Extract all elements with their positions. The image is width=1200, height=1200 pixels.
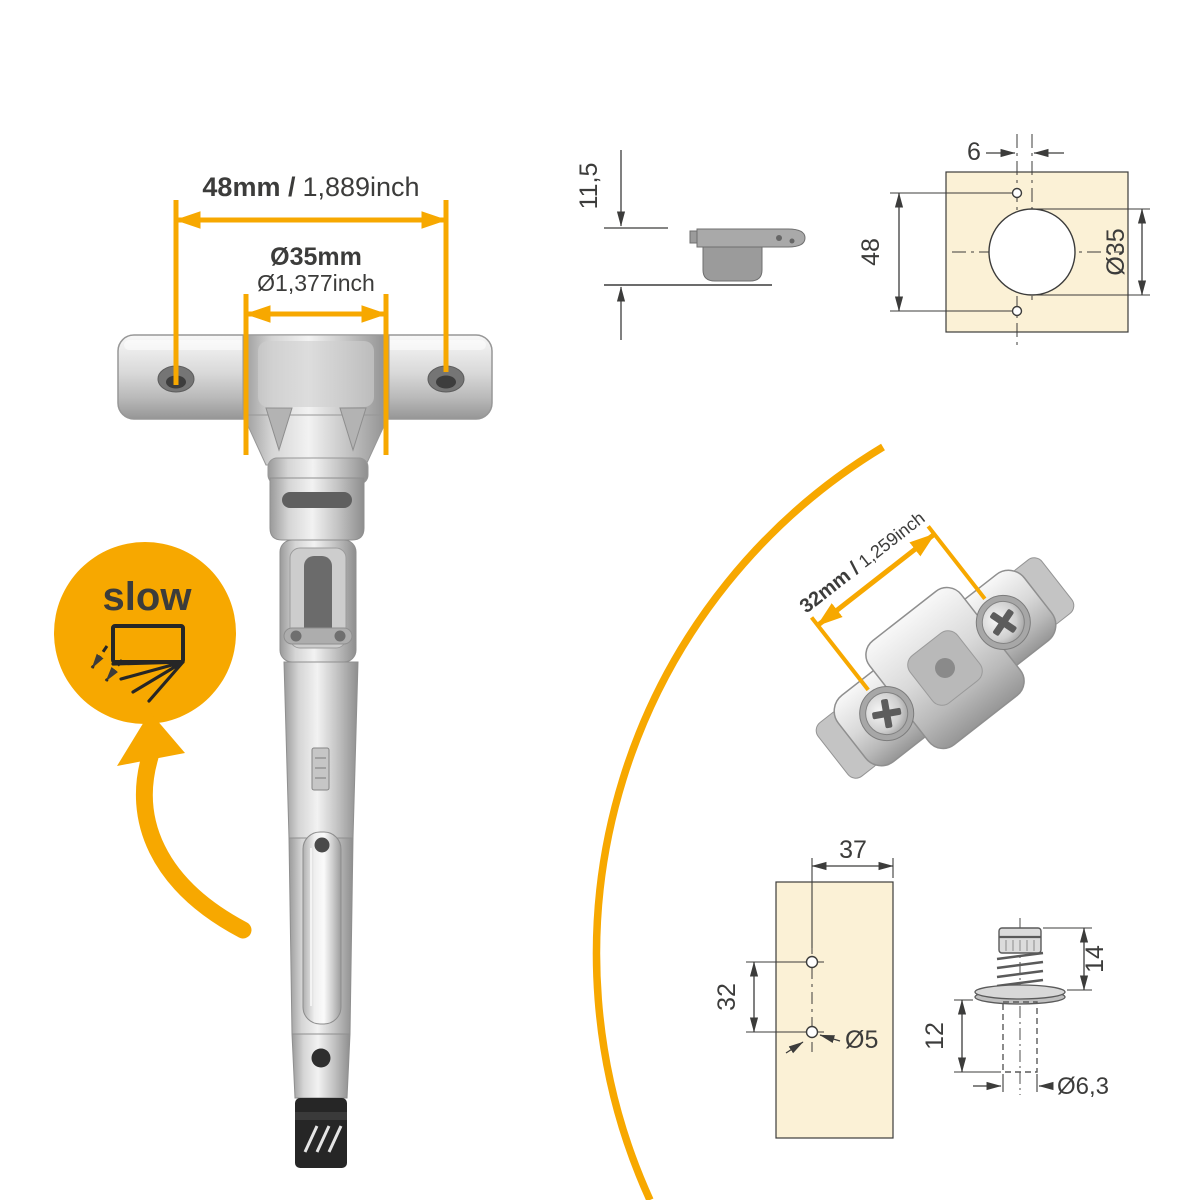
pitch-label-bold: 32mm / bbox=[796, 558, 864, 618]
phillips-slot-icon bbox=[872, 698, 902, 729]
screw-hole-top bbox=[1011, 187, 1023, 199]
diameter-leader-left bbox=[785, 1041, 804, 1054]
foot-rivet bbox=[311, 1048, 331, 1068]
extension-line bbox=[810, 616, 870, 692]
template-panel bbox=[775, 881, 894, 1139]
screw-spacing-label: 48 bbox=[857, 238, 885, 266]
edge-distance-label: 37 bbox=[839, 836, 867, 864]
hinge-width-dimension: 48mm /1,889inch bbox=[173, 172, 449, 385]
soft-close-damper-icon bbox=[90, 624, 185, 703]
hole-diameter-label: Ø5 bbox=[845, 1026, 878, 1054]
cup-diameter-dimension: Ø35mm Ø1,377inch bbox=[243, 243, 389, 455]
hinge-photo bbox=[117, 334, 493, 1168]
shoulder-slot bbox=[282, 492, 352, 508]
shank-length-label: 12 bbox=[921, 1022, 949, 1050]
hinge-side-profile bbox=[689, 228, 806, 282]
cup-dimension-label-bold: Ø35mm bbox=[270, 243, 362, 271]
clip-marks bbox=[303, 1125, 343, 1153]
link-slot bbox=[304, 556, 332, 640]
stamp-lines bbox=[315, 757, 326, 779]
drill-hole-top bbox=[805, 955, 819, 969]
pin-band bbox=[283, 627, 353, 645]
extension-line bbox=[926, 525, 987, 601]
protrusion-height-label: 11,5 bbox=[575, 163, 603, 210]
arm-shoulder bbox=[269, 477, 365, 541]
width-label-light: 1,889inch bbox=[302, 172, 419, 202]
upper-length-label: 14 bbox=[1081, 945, 1109, 973]
fold-tab-right bbox=[339, 407, 367, 452]
plate-pitch-label: 32mm /1,259inch bbox=[796, 507, 929, 618]
damper-cap bbox=[314, 837, 330, 853]
dimension-line bbox=[816, 532, 936, 628]
pitch-label-light: 1,259inch bbox=[855, 508, 929, 572]
hole-spacing-label: 32 bbox=[713, 983, 741, 1011]
cup-dimension-label-light: Ø1,377inch bbox=[257, 270, 375, 296]
plate-screw-right bbox=[975, 594, 1031, 650]
decorative-arc bbox=[592, 443, 885, 1200]
arrow-tail bbox=[135, 748, 252, 939]
cup-diameter-label: Ø35 bbox=[1102, 228, 1130, 275]
mounting-plate-photo: 32mm /1,259inch bbox=[796, 507, 1075, 779]
width-label-bold: 48mm / bbox=[202, 172, 296, 202]
phillips-slot-icon bbox=[990, 609, 1017, 636]
shank-diameter-label: Ø6,3 bbox=[1057, 1073, 1109, 1100]
hole-offset-label: 6 bbox=[967, 138, 981, 166]
arrow-head bbox=[117, 712, 185, 766]
cup-drilling-template: 6 48 Ø35 bbox=[857, 134, 1150, 348]
side-view-drawing: 11,5 bbox=[575, 150, 806, 340]
cup-bore bbox=[988, 208, 1076, 296]
euro-screw-drawing: 14 12 Ø6,3 bbox=[921, 918, 1109, 1100]
washer-top bbox=[974, 984, 1066, 1000]
arm-stamp bbox=[311, 747, 330, 791]
badge-circle bbox=[54, 542, 236, 724]
slow-close-badge: slow bbox=[54, 542, 236, 724]
plate-screw-left bbox=[859, 686, 915, 742]
hidden-shank bbox=[1002, 1001, 1038, 1073]
drill-hole-bottom bbox=[805, 1025, 819, 1039]
width-dimension-label: 48mm /1,889inch bbox=[202, 172, 419, 202]
plate-drilling-template: 37 32 Ø5 bbox=[713, 836, 894, 1139]
damper-cylinder bbox=[302, 831, 342, 1025]
badge-label: slow bbox=[103, 575, 193, 619]
clip-band bbox=[295, 1112, 347, 1120]
pin-right bbox=[334, 630, 346, 642]
head-knurl bbox=[1005, 940, 1035, 951]
fold-tab-left bbox=[265, 407, 293, 452]
plate-cam bbox=[935, 658, 955, 678]
soft-close-arrow bbox=[117, 712, 252, 939]
diameter-leader-right bbox=[819, 1034, 841, 1044]
screw-hole-bottom bbox=[1011, 305, 1023, 317]
cup-face bbox=[258, 341, 374, 407]
pin-left bbox=[290, 630, 302, 642]
